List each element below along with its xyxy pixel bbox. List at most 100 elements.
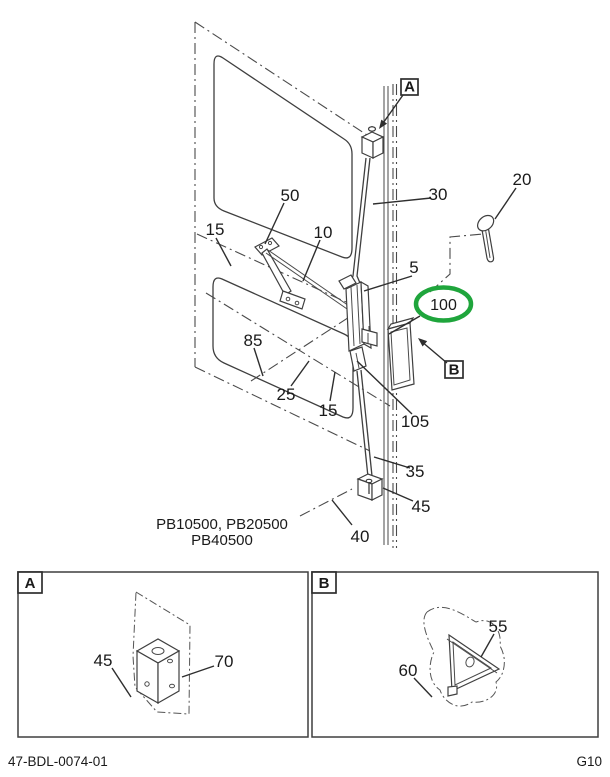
door-outline — [194, 21, 371, 517]
leader-50 — [264, 202, 285, 245]
detail-b-leader-55 — [480, 633, 495, 658]
callout-45: 45 — [412, 497, 431, 516]
detail-a-corner-letter: A — [25, 575, 36, 592]
footer-doc-number: 47-BDL-0074-01 — [8, 754, 108, 769]
latch-lock-cylinder — [361, 328, 378, 347]
detail-box-b: B 55 60 — [311, 571, 599, 738]
callout-40: 40 — [351, 527, 370, 546]
callout-15-lower: 15 — [319, 401, 338, 420]
leader-20 — [494, 187, 517, 220]
detail-b-callout-55: 55 — [489, 617, 508, 636]
marker-a-arrow-line — [380, 94, 404, 127]
key-shaft-line — [485, 231, 491, 258]
key-alignment-line — [429, 233, 484, 293]
detail-a-bracket-right-face — [157, 649, 180, 705]
marker-b-arrowhead — [418, 338, 428, 347]
top-bracket — [360, 126, 385, 159]
detail-b-corner-letter: B — [319, 575, 330, 592]
callout-85: 85 — [244, 331, 263, 350]
crease-line-lower-a — [205, 292, 391, 407]
marker-b-arrow-line — [420, 340, 448, 364]
bracket-screw-2 — [267, 240, 273, 246]
detail-b-wedge-inner — [452, 641, 493, 686]
door-corner-line — [299, 488, 353, 517]
detail-a-leader-45 — [111, 667, 132, 698]
leader-15-lower — [329, 371, 336, 402]
detail-a-hole-1 — [167, 658, 173, 664]
bottom-bracket-side-face — [371, 478, 383, 501]
callout-30: 30 — [429, 185, 448, 204]
detail-a-callout-70: 70 — [215, 652, 234, 671]
handle-lever-arm — [261, 248, 292, 296]
leader-25 — [290, 360, 310, 387]
door-top-edge — [194, 21, 368, 136]
leader-10 — [302, 239, 321, 282]
handle-foot-plate — [279, 290, 306, 310]
link-rod-10-line-1 — [267, 249, 353, 309]
upper-window — [213, 55, 353, 259]
crease-line-lower-b — [250, 311, 358, 382]
detail-a-hole-3 — [144, 681, 150, 687]
striker-plate — [386, 317, 415, 391]
callout-10: 10 — [314, 223, 333, 242]
leader-105 — [356, 360, 413, 415]
marker-b-box — [444, 360, 464, 379]
callout-20: 20 — [513, 170, 532, 189]
latch-top-flange — [338, 274, 357, 290]
detail-b-corner-box — [311, 571, 337, 594]
model-note-line1: PB10500, PB20500 — [156, 516, 288, 533]
detail-b-wedge-flange — [446, 638, 498, 674]
detail-b-wedge-foot — [447, 685, 458, 697]
footer: 47-BDL-0074-01 G10 — [8, 754, 602, 769]
detail-a-bracket — [135, 638, 181, 705]
detail-b-frame — [311, 571, 599, 738]
callout-50: 50 — [281, 186, 300, 205]
top-bracket-pin-head — [367, 126, 377, 132]
callout-100-highlighted: 100 — [430, 297, 457, 314]
leader-85 — [253, 347, 264, 377]
detail-a-bracket-top-hole — [151, 647, 165, 655]
latch-mechanism — [338, 274, 378, 372]
leader-15-upper — [215, 237, 232, 267]
detail-b-callout-60: 60 — [399, 661, 418, 680]
detail-a-frame — [17, 571, 309, 738]
link-rod-10-line-2 — [265, 252, 351, 312]
pillar-lines — [383, 84, 398, 548]
marker-a-arrowhead — [379, 119, 388, 129]
detail-b-wedge-hole — [465, 656, 475, 668]
latch-inner-line-1 — [350, 286, 355, 347]
detail-marker-b: B — [418, 338, 464, 379]
latch-inner-line-2 — [356, 284, 361, 345]
top-bracket-side-face — [372, 136, 384, 159]
leader-35 — [373, 456, 411, 469]
leader-5 — [363, 275, 413, 292]
callout-25: 25 — [277, 385, 296, 404]
detail-a-leader-70 — [181, 665, 215, 678]
lower-rod — [356, 369, 373, 478]
model-note: PB10500, PB20500 PB40500 — [156, 516, 288, 549]
detail-a-hole-2 — [169, 683, 175, 689]
bottom-bracket — [356, 473, 384, 501]
handle-assembly — [254, 237, 353, 312]
green-highlight-ellipse — [413, 285, 474, 323]
marker-a-letter: A — [404, 79, 415, 96]
upper-rod-line-2 — [356, 157, 371, 284]
callout-5: 5 — [409, 258, 418, 277]
key-pin — [477, 214, 495, 263]
detail-b-wedge — [446, 633, 501, 697]
latch-guide-line — [355, 352, 360, 369]
detail-a-callout-45: 45 — [94, 651, 113, 670]
callout-15-upper: 15 — [206, 220, 225, 239]
leader-lines — [215, 187, 517, 526]
leader-40 — [331, 499, 353, 526]
foot-hole-2 — [294, 300, 300, 306]
lower-rod-line-2 — [360, 369, 373, 477]
leader-30 — [372, 197, 432, 205]
key-head — [477, 214, 495, 232]
callout-105: 105 — [401, 412, 429, 431]
detail-a-corner-box — [17, 571, 43, 594]
detail-box-a: A 45 70 — [17, 571, 309, 738]
leader-45 — [382, 487, 414, 502]
door-bottom-edge — [194, 366, 371, 452]
